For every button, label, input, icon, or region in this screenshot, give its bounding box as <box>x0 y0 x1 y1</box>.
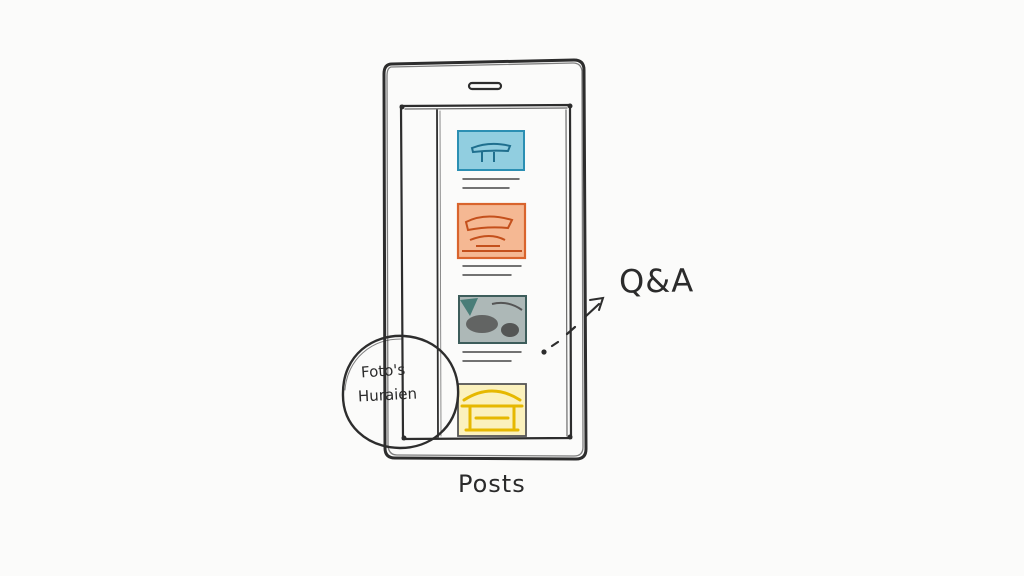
qa-arrow <box>541 296 605 355</box>
post-thumbnail-1 <box>457 130 525 171</box>
post-thumbnail-4 <box>457 383 527 437</box>
qa-annotation: Q&A <box>618 261 695 301</box>
circle-annotation-line-1: Foto's <box>360 360 406 382</box>
phone-screen <box>399 103 573 441</box>
post-thumbnail-2 <box>456 202 527 260</box>
boat-sketch-icon <box>462 215 522 252</box>
post-caption-lines-3 <box>462 351 522 362</box>
house-sketch-icon <box>460 389 524 432</box>
post-caption-lines-2 <box>462 265 522 276</box>
post-thumbnail-3 <box>458 295 527 344</box>
posts-annotation: Posts <box>458 470 526 498</box>
speaker-slot <box>467 81 503 91</box>
highlight-circle <box>341 334 460 450</box>
post-caption-lines-1 <box>462 178 520 189</box>
boat-sketch-icon <box>470 142 512 162</box>
circle-annotation-line-2: Huraien <box>357 384 418 406</box>
rocks-sketch-icon <box>460 298 523 337</box>
phone-frame <box>382 58 588 461</box>
